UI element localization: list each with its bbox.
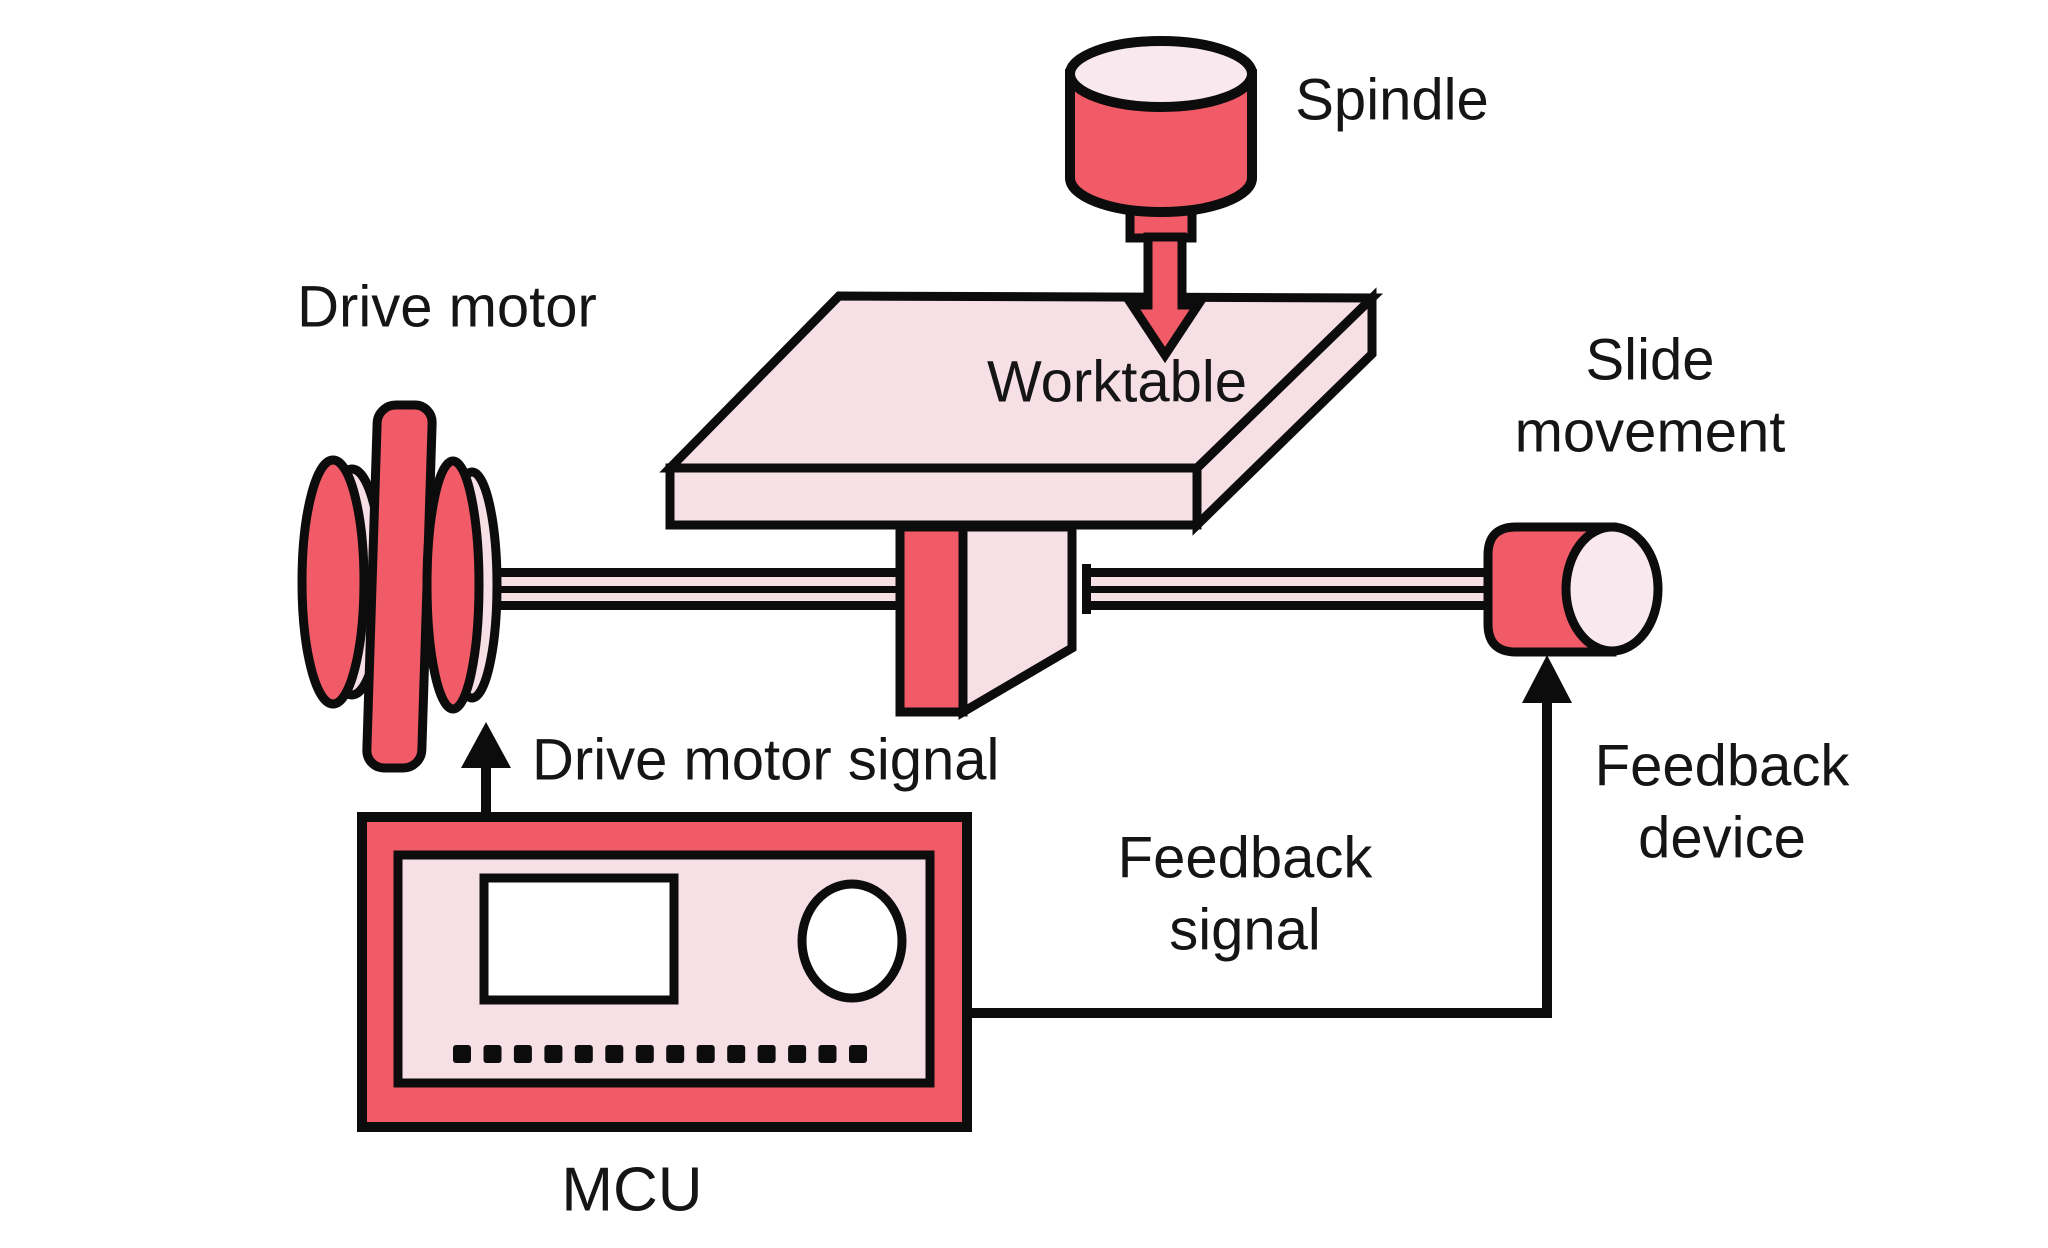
lead-screw-left: [482, 568, 906, 610]
mcu-button: [513, 1045, 532, 1063]
feedback-device-cylinder: [1483, 522, 1663, 657]
support-front-face: [895, 522, 968, 717]
slide-movement-label-line1: Slide: [1586, 328, 1715, 393]
spindle-top-face: [1065, 36, 1257, 112]
drive-motor-right-disc-rim: [422, 456, 484, 714]
feedback-signal-arrow-icon: [1522, 655, 1572, 703]
mcu-button: [696, 1045, 715, 1063]
drive-motor-signal-label: Drive motor signal: [532, 728, 999, 793]
drive-motor-left-disc-rim: [297, 455, 369, 709]
mcu-button: [483, 1045, 502, 1063]
mcu-button: [818, 1045, 837, 1063]
mcu-button-row: [453, 1045, 867, 1063]
worktable-label: Worktable: [987, 350, 1247, 415]
drive-motor-label: Drive motor: [297, 275, 597, 340]
mcu-button: [849, 1045, 867, 1063]
lead-screw-right: [1082, 564, 1495, 614]
drive-motor-signal-arrow-icon: [461, 722, 511, 768]
feedback-signal-label-line1: Feedback: [1118, 826, 1374, 891]
mcu-button: [605, 1045, 624, 1063]
worktable: [659, 287, 1384, 536]
spindle-label: Spindle: [1295, 68, 1488, 133]
feedback-device-label-line2: device: [1638, 806, 1806, 871]
labels: Spindle Worktable Drive motor Slide move…: [297, 68, 1850, 1225]
drive-motor: [297, 400, 502, 773]
mcu-button: [788, 1045, 807, 1063]
feedback-device-label-line1: Feedback: [1595, 734, 1851, 799]
feedback-signal-wire: [967, 700, 1552, 1018]
mcu-button: [727, 1045, 746, 1063]
worktable-support: [895, 522, 1077, 720]
slide-movement-label-line2: movement: [1515, 400, 1786, 465]
spindle-body: [1065, 69, 1257, 217]
mcu-label: MCU: [561, 1156, 702, 1225]
spindle: [1065, 36, 1257, 364]
mcu-box: [357, 812, 972, 1132]
mcu-button: [544, 1045, 563, 1063]
mcu-button: [574, 1045, 593, 1063]
mcu-button: [453, 1045, 471, 1063]
worktable-top-face: [659, 291, 1384, 473]
feedback-signal-label-line2: signal: [1169, 898, 1321, 963]
cylinder-end-face: [1561, 522, 1663, 656]
spindle-down-arrow-icon: [1123, 232, 1207, 364]
mcu-button: [635, 1045, 654, 1063]
signals: [461, 655, 1572, 1018]
mcu-button: [666, 1045, 685, 1063]
mcu-knob: [797, 879, 907, 1003]
mcu-display: [479, 873, 679, 1005]
worktable-front-face: [665, 463, 1202, 530]
support-side-face: [958, 522, 1077, 720]
mcu-button: [757, 1045, 776, 1063]
